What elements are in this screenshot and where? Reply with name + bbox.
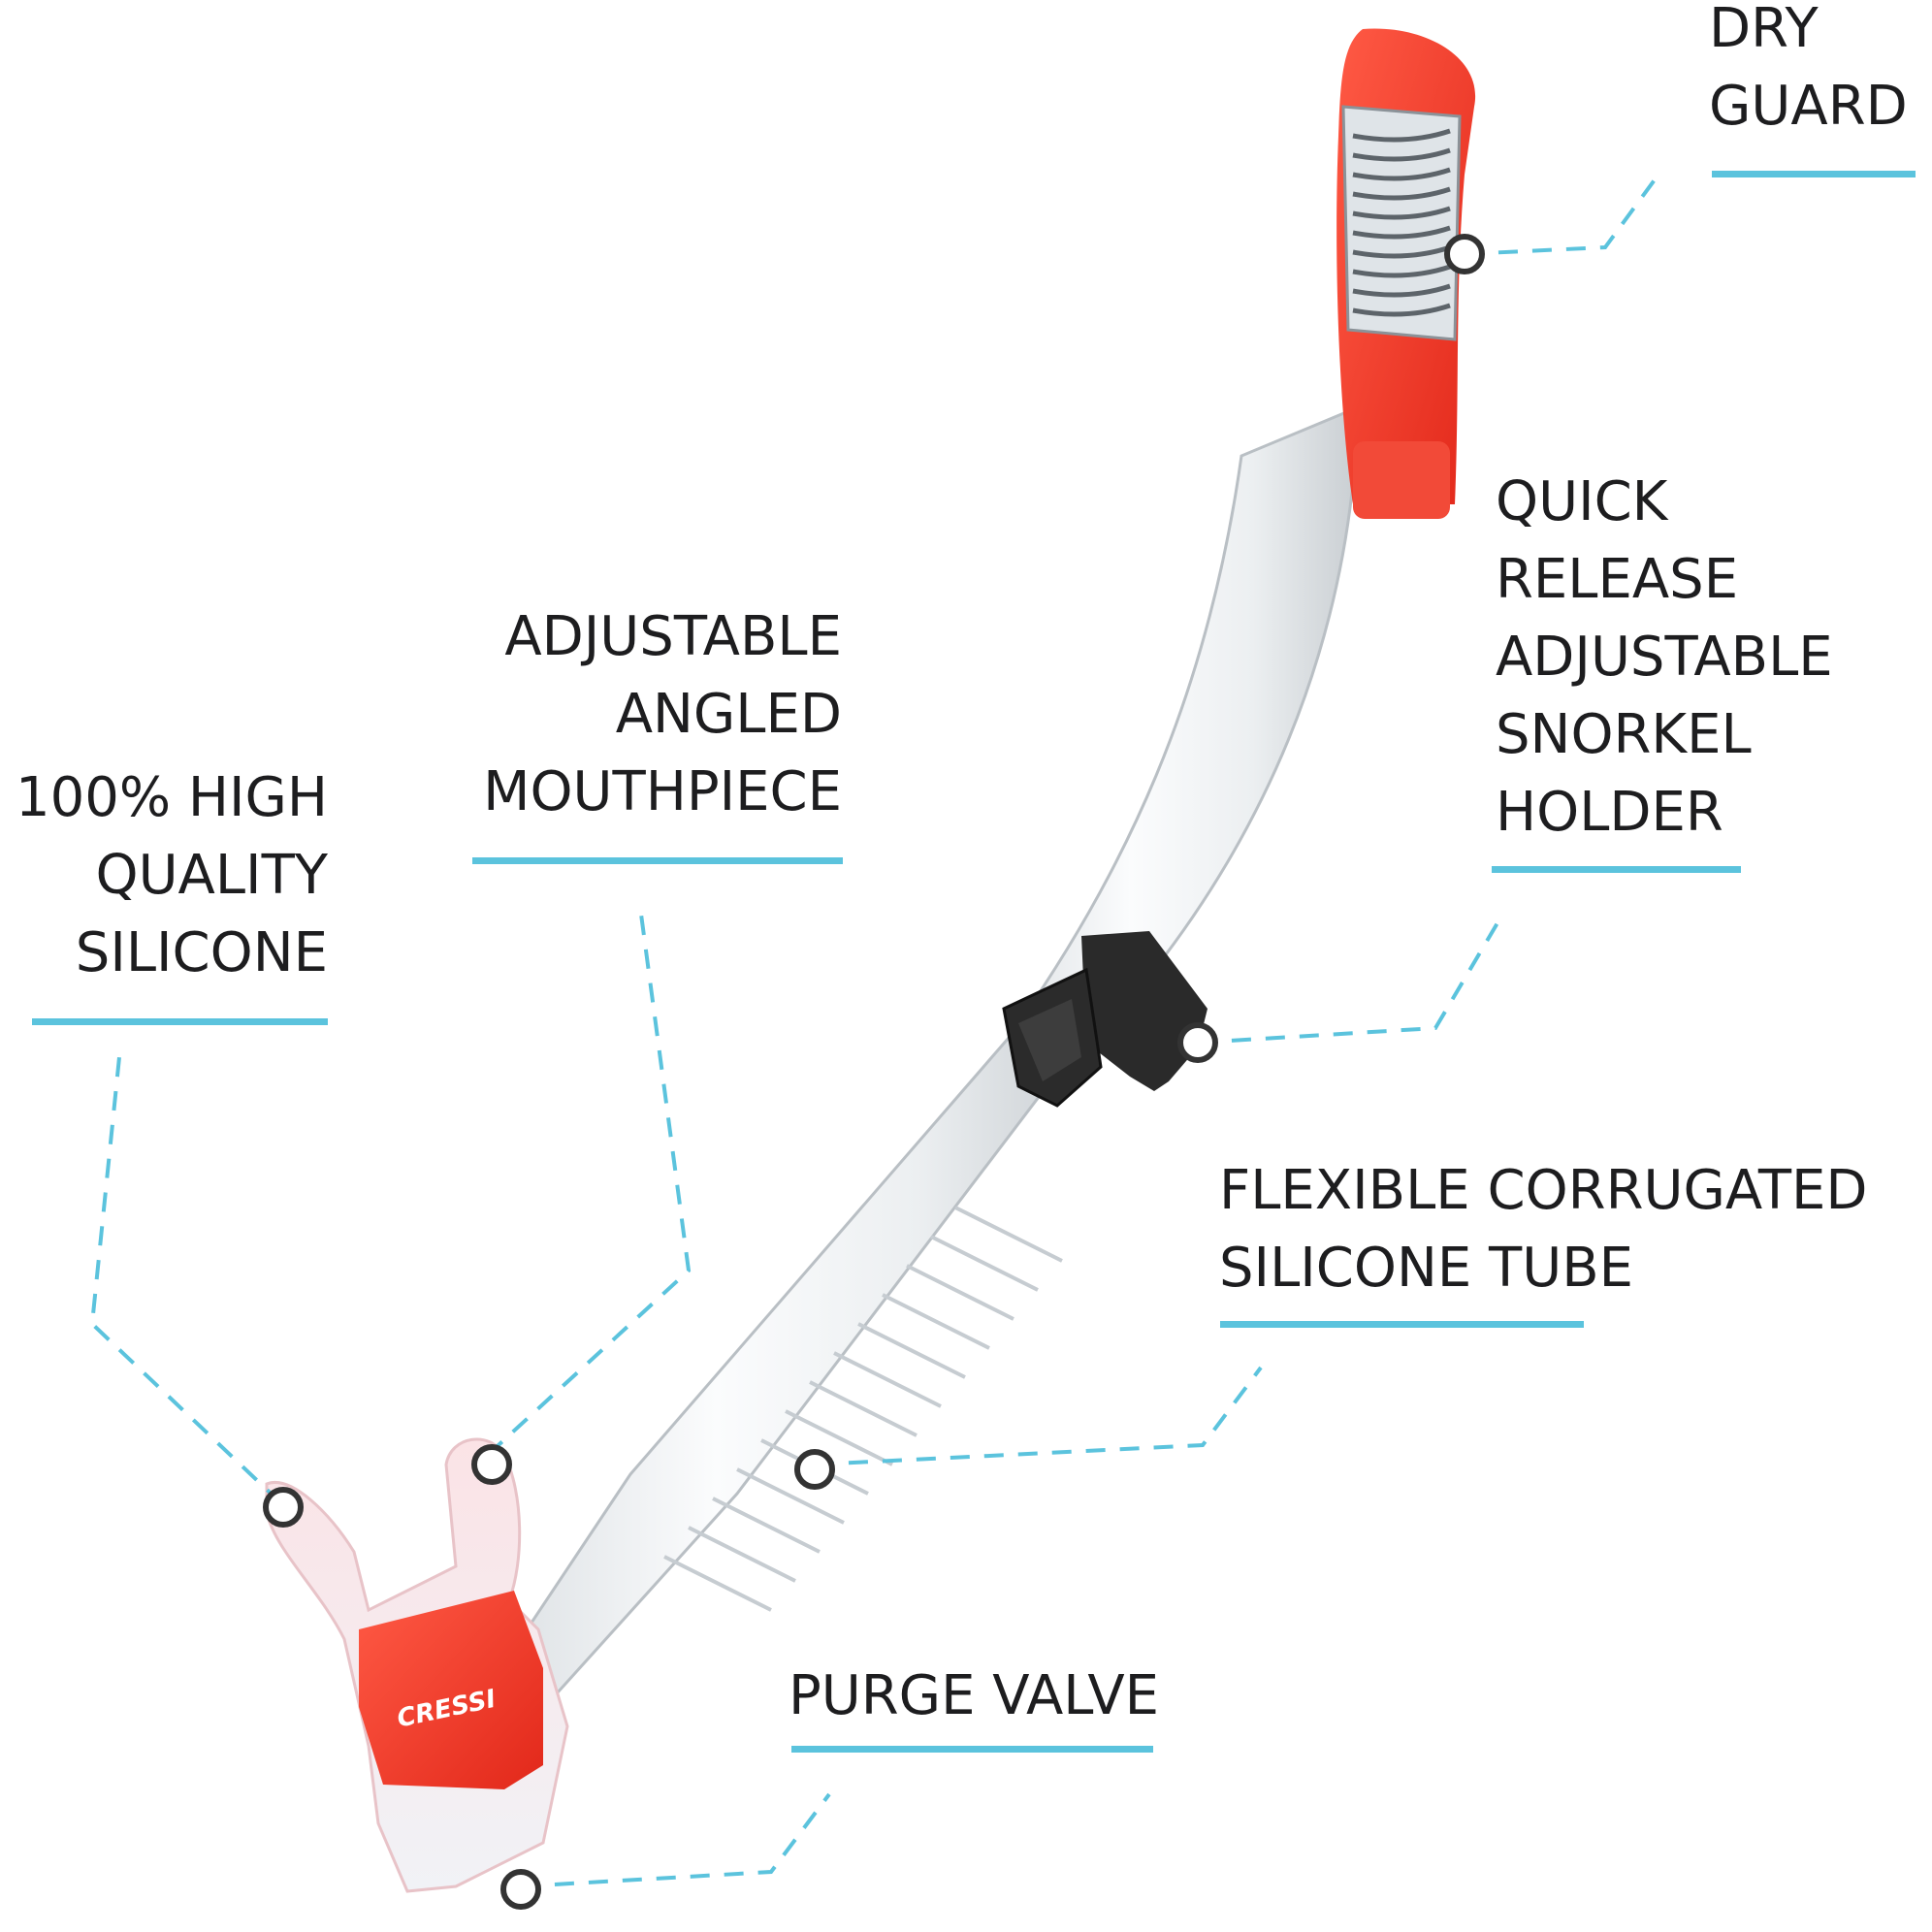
callout-underline-silicone xyxy=(32,1018,328,1025)
callout-line: SILICONE xyxy=(75,921,328,984)
callout-underline-tube xyxy=(1220,1321,1584,1328)
marker-mouthpiece xyxy=(471,1444,512,1485)
callout-line: ANGLED xyxy=(615,683,842,746)
callout-line: PURGE VALVE xyxy=(789,1664,1160,1727)
callout-quick-release-holder: QUICK RELEASE ADJUSTABLE SNORKEL HOLDER xyxy=(1496,464,1833,852)
callout-line: 100% HIGH xyxy=(15,766,328,829)
callout-line: HOLDER xyxy=(1496,781,1723,844)
snorkel-holder-clip xyxy=(1002,931,1208,1108)
corrugated-tube-section xyxy=(663,1206,1063,1612)
dry-guard xyxy=(1336,28,1476,519)
callout-silicone: 100% HIGH QUALITY SILICONE xyxy=(10,759,328,992)
leader-mouthpiece xyxy=(486,906,692,1457)
marker-purge-valve xyxy=(500,1869,541,1910)
callout-line: GUARD xyxy=(1709,75,1908,138)
leader-silicone xyxy=(89,1056,283,1505)
mouthpiece: CRESSI xyxy=(265,1437,569,1893)
callout-line: QUALITY xyxy=(95,844,328,907)
callout-line: SNORKEL xyxy=(1496,703,1752,766)
callout-line: FLEXIBLE CORRUGATED xyxy=(1219,1159,1868,1222)
marker-dry-guard xyxy=(1444,234,1485,274)
callout-line: SILICONE TUBE xyxy=(1219,1237,1634,1300)
leader-dry-guard xyxy=(1464,173,1660,256)
callout-line: QUICK xyxy=(1496,470,1668,533)
callout-underline-purge-valve xyxy=(791,1746,1153,1753)
callout-underline-mouthpiece xyxy=(472,857,843,864)
callout-underline-quick-release xyxy=(1492,866,1741,873)
callout-line: ADJUSTABLE xyxy=(1496,626,1833,689)
marker-holder xyxy=(1177,1022,1218,1063)
leader-tube xyxy=(814,1366,1263,1466)
callout-line: RELEASE xyxy=(1496,548,1739,611)
callout-corrugated-tube: FLEXIBLE CORRUGATED SILICONE TUBE xyxy=(1219,1152,1868,1307)
callout-line: ADJUSTABLE xyxy=(504,605,842,668)
leader-holder xyxy=(1197,919,1500,1045)
callout-line: MOUTHPIECE xyxy=(483,760,842,823)
leader-purge-valve xyxy=(520,1792,831,1888)
leader-lines xyxy=(89,173,1660,1888)
callout-mouthpiece: ADJUSTABLE ANGLED MOUTHPIECE xyxy=(446,598,842,831)
callout-line: DRY xyxy=(1709,0,1819,60)
callout-purge-valve: PURGE VALVE xyxy=(789,1658,1159,1735)
markers xyxy=(263,234,1485,1910)
callout-dry-guard: DRY GUARD xyxy=(1709,0,1908,145)
marker-tube xyxy=(794,1449,835,1490)
marker-silicone xyxy=(263,1487,304,1528)
callout-underline-dry-guard xyxy=(1712,171,1916,177)
